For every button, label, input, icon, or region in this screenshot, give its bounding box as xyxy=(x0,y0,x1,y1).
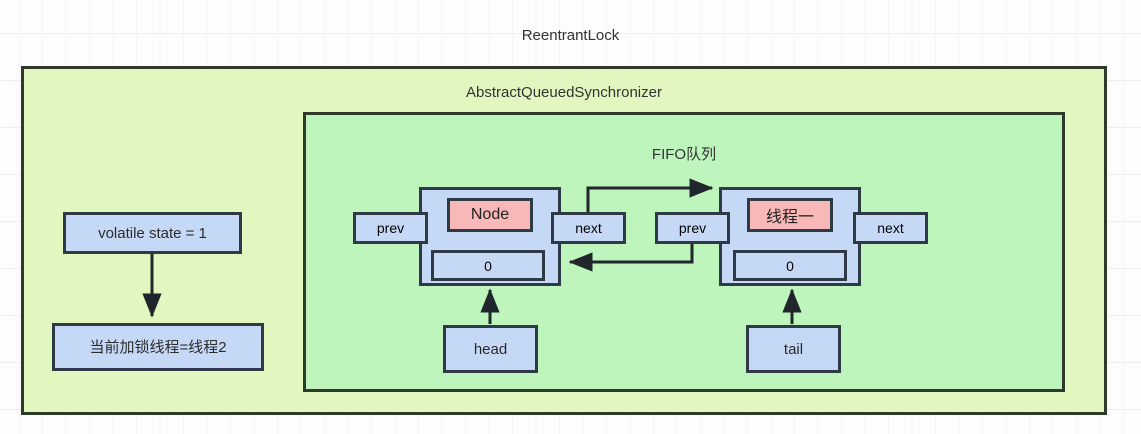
queue-node-2-title: 线程一 xyxy=(765,209,814,226)
queue-node-2-prev-label: prev xyxy=(678,220,707,236)
queue-node-1-next-box: next xyxy=(551,212,626,244)
fifo-queue-label: FIFO队列 xyxy=(651,146,717,163)
queue-node-2-next-label: next xyxy=(877,220,904,236)
queue-node-1-waitstatus-box: 0 xyxy=(431,250,545,281)
queue-node-1-prev-box: prev xyxy=(353,212,428,244)
volatile-state-box: volatile state = 1 xyxy=(63,212,242,254)
queue-node-2-next-box: next xyxy=(853,212,928,244)
queue-node-1-title-box: Node xyxy=(447,198,533,232)
queue-node-2-title-box: 线程一 xyxy=(747,198,833,232)
queue-node-1-prev-label: prev xyxy=(376,220,405,236)
current-lock-owner-text: 当前加锁线程=线程2 xyxy=(89,338,227,356)
queue-node-1-title: Node xyxy=(470,206,510,223)
head-pointer-box: head xyxy=(443,325,538,373)
aqs-label: AbstractQueuedSynchronizer xyxy=(466,84,662,101)
queue-node-1-waitstatus: 0 xyxy=(484,257,492,274)
queue-node-2-prev-box: prev xyxy=(655,212,730,244)
tail-pointer-label: tail xyxy=(783,340,804,358)
volatile-state-text: volatile state = 1 xyxy=(98,224,207,242)
tail-pointer-box: tail xyxy=(746,325,841,373)
page-title: ReentrantLock xyxy=(521,27,620,44)
queue-node-1-next-label: next xyxy=(575,220,602,236)
current-lock-owner-box: 当前加锁线程=线程2 xyxy=(52,323,264,371)
queue-node-2-waitstatus: 0 xyxy=(786,257,794,274)
head-pointer-label: head xyxy=(473,340,508,358)
queue-node-2-waitstatus-box: 0 xyxy=(733,250,847,281)
